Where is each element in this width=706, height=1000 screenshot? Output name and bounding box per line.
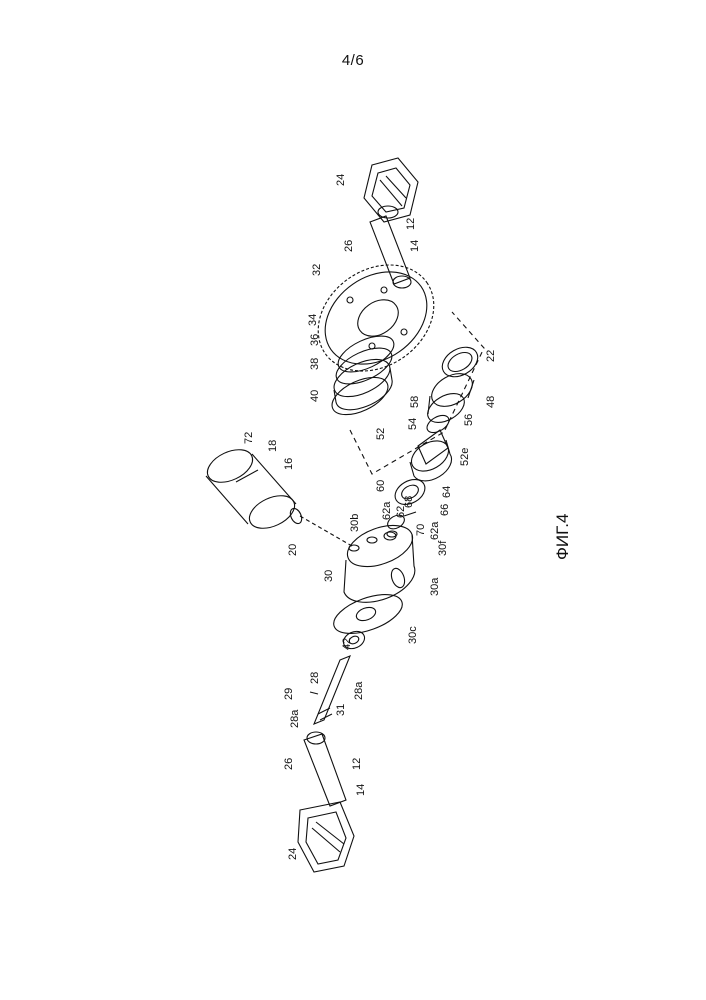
ref-label: 30: [323, 570, 335, 582]
ref-label: 18: [267, 440, 279, 452]
ref-label: 30a: [429, 577, 441, 596]
ref-label: 72: [243, 432, 255, 444]
ref-label: 42: [341, 638, 353, 650]
ref-label: 30c: [407, 626, 419, 644]
left-crank-arm: [304, 732, 346, 806]
ref-label: 62a: [381, 501, 393, 520]
ref-label: 30b: [349, 514, 361, 532]
ref-label: 38: [309, 358, 321, 370]
bearing-rings: [326, 329, 399, 423]
ref-label: 52e: [459, 448, 471, 466]
ring-gear: [437, 341, 483, 383]
ref-label: 34: [307, 314, 319, 326]
ref-label: 16: [283, 458, 295, 470]
ref-label: 28a: [353, 681, 365, 700]
ref-label: 54: [407, 418, 419, 430]
housing: [329, 517, 418, 641]
ref-label: 28a: [289, 709, 301, 728]
gear-shaft: [406, 430, 454, 481]
ref-label: 30f: [437, 540, 449, 556]
ref-label: 29: [283, 688, 295, 700]
ref-label: 40: [309, 390, 321, 402]
ref-label: 24: [287, 848, 299, 860]
ref-label: 20: [287, 544, 299, 556]
ref-label: 60: [375, 480, 387, 492]
ref-label: 14: [409, 240, 421, 252]
ref-label: 12: [405, 218, 417, 230]
ref-label: 28: [309, 672, 321, 684]
ref-label: 56: [463, 414, 475, 426]
ref-label: 22: [485, 350, 497, 362]
ref-label: 26: [283, 758, 295, 770]
left-pedal: [298, 802, 354, 872]
motor-axis-line: [300, 516, 352, 546]
ref-label: 70: [415, 524, 427, 536]
ref-label: 58: [409, 396, 421, 408]
ref-label: 32: [311, 264, 323, 276]
ref-label: 36: [309, 334, 321, 346]
ref-label: 64: [441, 486, 453, 498]
ref-label: 12: [351, 758, 363, 770]
ref-label: 48: [485, 396, 497, 408]
ref-label: 24: [335, 174, 347, 186]
ref-label: 66: [439, 504, 451, 516]
reference-numerals: 24 26 12 14 32 34 36 38 40 22 58 48 54 5…: [243, 174, 497, 860]
ref-label: 68: [403, 496, 415, 508]
figure-caption: ФИГ.4: [553, 514, 573, 560]
right-pedal: [364, 158, 418, 222]
motor: [202, 443, 304, 535]
ref-label: 62a: [429, 521, 441, 540]
ref-label: 52: [375, 428, 387, 440]
ref-label: 26: [343, 240, 355, 252]
ref-label: 14: [355, 784, 367, 796]
ref-label: 31: [335, 704, 347, 716]
